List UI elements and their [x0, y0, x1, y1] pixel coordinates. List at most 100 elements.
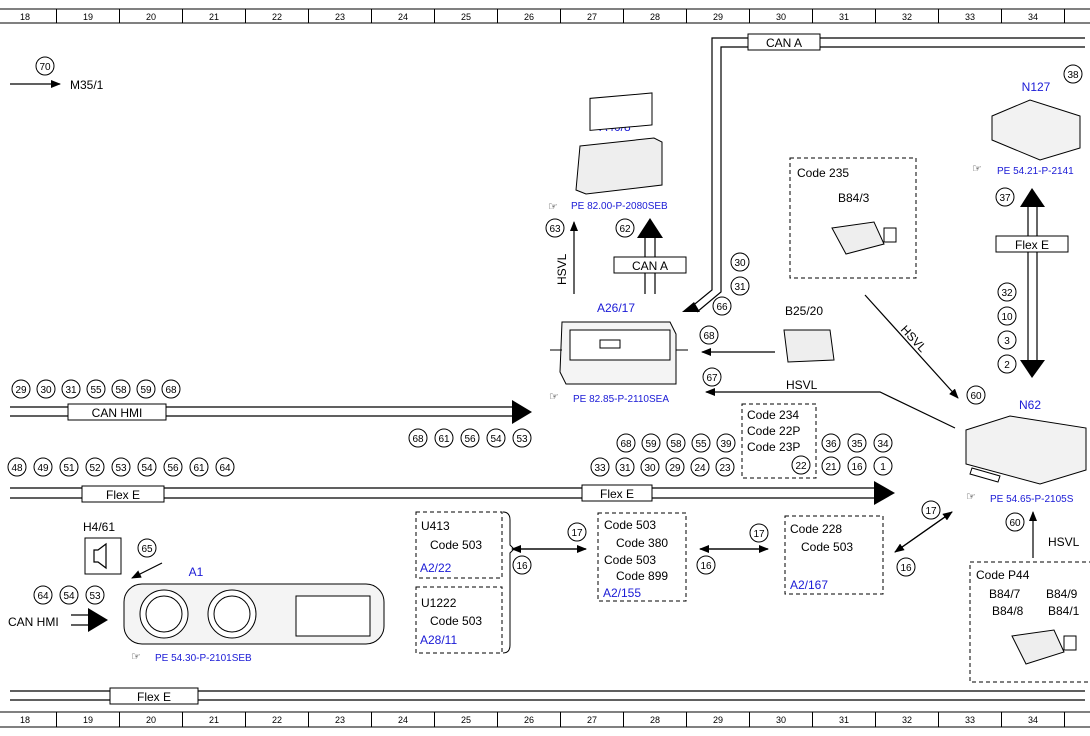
code235-box[interactable]: Code 235 B84/3	[789, 157, 917, 279]
pin-circle	[873, 433, 893, 453]
ruler-col: 34	[1028, 715, 1038, 725]
ruler-col: 29	[713, 715, 723, 725]
flex-e-mid-bus: Flex E Flex E	[10, 481, 895, 505]
svg-text:16: 16	[900, 563, 912, 574]
ruler-col: 28	[650, 715, 660, 725]
pin-number: 64	[219, 463, 231, 474]
codep44-box[interactable]: Code P44 B84/7 B84/8 B84/9 B84/1	[969, 561, 1090, 683]
can-a-top-label: CAN A	[766, 36, 802, 50]
a1-instrument-cluster[interactable]: A1 ☞ PE 54.30-P-2101SEB	[123, 565, 385, 664]
ruler-col: 19	[83, 12, 93, 22]
pin-number: 68	[412, 434, 424, 445]
svg-text:Code 503: Code 503	[604, 518, 656, 532]
ref-hand-icon: ☞	[549, 391, 559, 403]
pin-circle	[616, 433, 636, 453]
circle-62: 62	[619, 224, 631, 235]
ruler-col: 20	[146, 12, 156, 22]
hsvl-c-label: HSVL	[786, 378, 818, 392]
pin-circle	[997, 330, 1017, 350]
pin-circle	[821, 456, 841, 476]
ruler-col: 33	[965, 12, 975, 22]
svg-text:16: 16	[516, 561, 528, 572]
pin-circle	[137, 457, 157, 477]
ruler-col: 25	[461, 715, 471, 725]
pin-circle	[163, 457, 183, 477]
n62-module[interactable]: N62 ☞ PE 54.65-P-2105S	[965, 398, 1087, 505]
b25-20-sensor[interactable]: B25/20 68	[699, 304, 835, 363]
svg-text:65: 65	[141, 544, 153, 555]
circle-63: 63	[549, 224, 561, 235]
pin-number: 53	[89, 591, 101, 602]
n127-module[interactable]: N127 38 ☞ PE 54.21-P-2141	[972, 64, 1083, 177]
ruler-col: 28	[650, 12, 660, 22]
ruler-col: 31	[839, 715, 849, 725]
svg-text:67: 67	[706, 373, 718, 384]
links-lower: 17 16 17 16 17 16	[511, 500, 953, 577]
pin-number: 31	[65, 385, 77, 396]
pin-circle	[691, 433, 711, 453]
pin-number: 61	[438, 434, 450, 445]
svg-text:Code 228: Code 228	[790, 522, 842, 536]
u1222-box[interactable]: U1222 Code 503 A28/11	[415, 586, 503, 654]
flex-e-bottom-label: Flex E	[137, 690, 171, 704]
ruler-col: 30	[776, 715, 786, 725]
ruler-col: 30	[776, 12, 786, 22]
pin-circle	[111, 457, 131, 477]
pin-circle	[33, 457, 53, 477]
code228-box[interactable]: Code 228 Code 503 A2/167	[784, 515, 884, 595]
a26-17-label: A26/17	[597, 301, 635, 315]
circle-70: 70	[39, 62, 51, 73]
ruler-col: 26	[524, 12, 534, 22]
ref-hand-icon: ☞	[972, 163, 982, 175]
code503-box[interactable]: Code 503 Code 380 Code 503 Code 899 A2/1…	[597, 512, 687, 602]
pin-number: 39	[720, 439, 732, 450]
flex-e-bottom-bus: Flex E	[10, 687, 1085, 705]
pin-circle	[11, 379, 31, 399]
pin-circle	[7, 457, 27, 477]
pin-number: 58	[115, 385, 127, 396]
ruler-col: 20	[146, 715, 156, 725]
a40-8-ref: PE 82.00-P-2080SEB	[571, 201, 668, 212]
pin-number: 32	[1001, 288, 1013, 299]
svg-text:Code 503: Code 503	[801, 540, 853, 554]
n62-ref: PE 54.65-P-2105S	[990, 494, 1074, 505]
h4-61-label: H4/61	[83, 520, 115, 534]
code234-box[interactable]: Code 234 Code 22P Code 23P 22	[741, 403, 817, 479]
u413-box[interactable]: U413 Code 503 A2/22	[415, 511, 503, 579]
pin-circle	[85, 457, 105, 477]
svg-text:A2/155: A2/155	[603, 586, 641, 600]
m35-arrow[interactable]: 70 M35/1	[10, 56, 104, 92]
can-hmi-bottom-label: CAN HMI	[8, 615, 59, 629]
n62-label: N62	[1019, 398, 1041, 412]
ruler-col: 33	[965, 715, 975, 725]
svg-text:Code 234: Code 234	[747, 408, 799, 422]
pin-circle	[873, 456, 893, 476]
svg-text:A28/11: A28/11	[420, 633, 457, 647]
hsvl-n62-a26: HSVL 67	[702, 367, 956, 429]
a40-8-module[interactable]: A40/8 ☞ PE 82.00-P-2080SEB	[548, 92, 668, 213]
ruler-col: 21	[209, 715, 219, 725]
pin-number: 52	[89, 463, 101, 474]
pin-number: 31	[619, 463, 631, 474]
a26-17-module[interactable]: A26/17 ☞ PE 82.85-P-2110SEA	[549, 301, 688, 405]
pin-circle	[641, 433, 661, 453]
svg-text:60: 60	[970, 391, 982, 402]
pin-circle	[821, 433, 841, 453]
svg-text:37: 37	[999, 193, 1011, 204]
can-a-up-link: 62 CAN A	[613, 218, 687, 294]
pin-circle	[512, 428, 532, 448]
pin-circle	[460, 428, 480, 448]
h4-61-speaker[interactable]: H4/61 65	[83, 520, 163, 579]
can-a-mid-label: CAN A	[632, 259, 668, 273]
pin-number: 2	[1004, 360, 1010, 371]
pin-number: 51	[63, 463, 75, 474]
ruler-col: 21	[209, 12, 219, 22]
pin-circle	[666, 433, 686, 453]
hsvl-b-label: HSVL	[898, 322, 930, 355]
svg-text:30: 30	[734, 258, 746, 269]
